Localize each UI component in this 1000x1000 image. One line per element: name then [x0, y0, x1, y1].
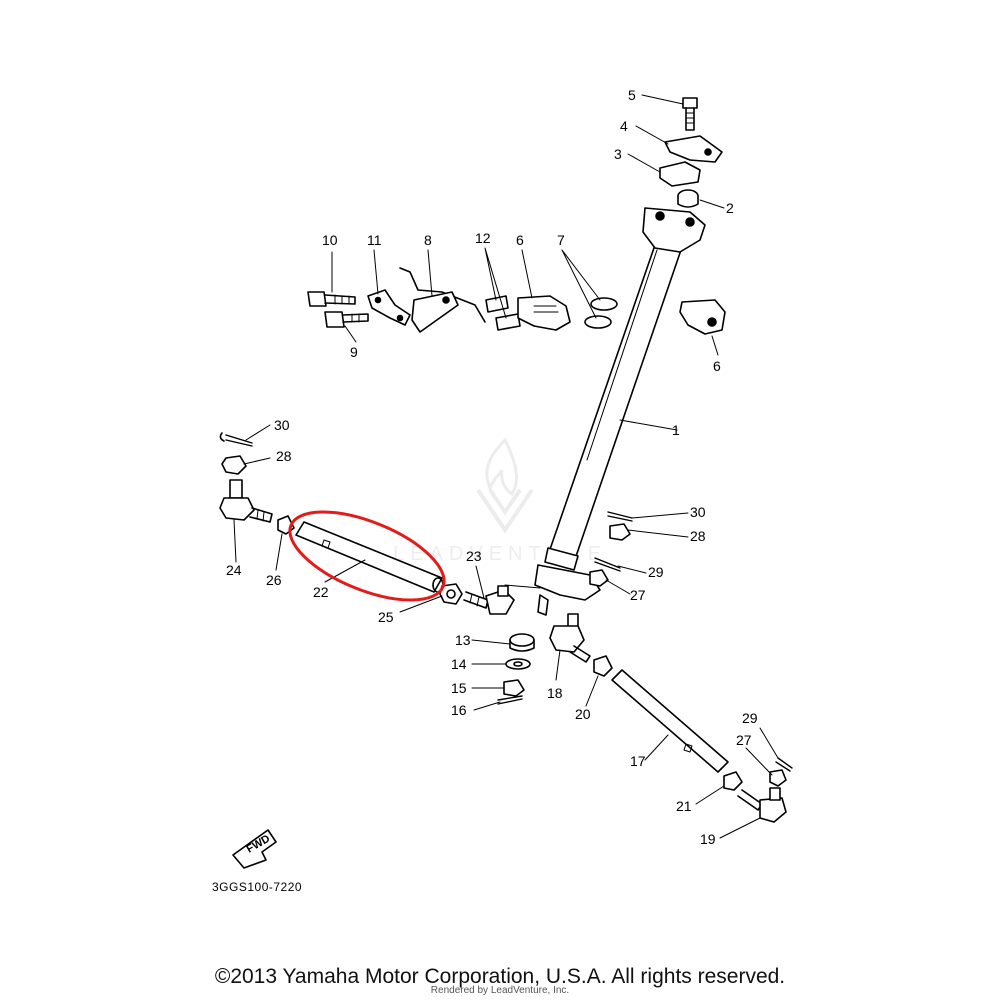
nut-part-21 [723, 771, 743, 791]
cotter-pin-part-16 [497, 695, 523, 705]
copyright-notice: ©2013 Yamaha Motor Corporation, U.S.A. A… [214, 965, 786, 988]
label-part-29a: 29 [648, 564, 664, 580]
label-part-16: 16 [451, 702, 467, 718]
column-base-arm [504, 564, 601, 616]
label-part-28b: 28 [690, 528, 706, 544]
bolt-part-5 [682, 97, 698, 131]
bolt-part-10 [307, 291, 356, 307]
cap-part-2 [677, 189, 699, 208]
label-part-24: 24 [226, 562, 242, 578]
label-part-3: 3 [614, 146, 622, 162]
part-22-highlight-ellipse [288, 510, 446, 602]
label-part-6b: 6 [713, 358, 721, 374]
nut-part-28-left [221, 455, 247, 475]
label-part-21: 21 [676, 798, 692, 814]
label-part-10: 10 [322, 232, 338, 248]
fwd-arrow-icon: FWD [232, 829, 277, 869]
label-part-29b: 29 [742, 710, 758, 726]
label-part-7: 7 [557, 232, 565, 248]
label-part-8: 8 [424, 232, 432, 248]
label-part-30b: 30 [690, 504, 706, 520]
tie-rod-end-part-18 [549, 613, 591, 663]
label-part-19: 19 [700, 831, 716, 847]
label-part-23: 23 [466, 548, 482, 564]
circlip-part-7 [584, 297, 618, 329]
label-part-17: 17 [630, 753, 646, 769]
nut-part-27-right [589, 569, 609, 587]
cotter-pin-part-30-right [607, 511, 633, 522]
label-part-15: 15 [451, 680, 467, 696]
nut-part-27-lower [769, 769, 787, 787]
tie-rod-end-part-24 [219, 479, 273, 523]
diagram-reference-code: 3GGS100-7220 [212, 880, 302, 894]
watermark-v-icon [476, 488, 534, 534]
collar-part-12 [485, 295, 521, 331]
label-part-20: 20 [575, 706, 591, 722]
label-part-22: 22 [313, 584, 329, 600]
nut-part-20 [593, 655, 613, 677]
label-part-5: 5 [628, 87, 636, 103]
holder-part-3 [659, 161, 701, 187]
bushing-part-6-right [679, 299, 726, 335]
label-part-6a: 6 [516, 232, 524, 248]
watermark-flame-icon [485, 437, 518, 497]
label-part-28a: 28 [276, 448, 292, 464]
bolt-part-9 [324, 311, 369, 328]
column-top-bracket [642, 207, 706, 253]
bushing-part-6-left [517, 295, 571, 331]
tie-rod-end-part-19 [737, 787, 787, 823]
tie-rod-end-part-23 [463, 585, 515, 615]
label-part-1: 1 [672, 422, 680, 438]
nut-part-25 [439, 583, 463, 605]
label-part-9: 9 [350, 344, 358, 360]
label-part-13: 13 [455, 632, 471, 648]
leader-lines [233, 94, 779, 839]
cotter-pin-part-30-left [219, 432, 253, 447]
label-part-25: 25 [378, 609, 394, 625]
cotter-pin-part-29-lower [775, 757, 793, 772]
nut-part-28-right [609, 523, 631, 541]
label-part-27b: 27 [736, 732, 752, 748]
bracket-part-11 [367, 289, 411, 326]
label-part-4: 4 [620, 118, 628, 134]
label-part-12: 12 [475, 230, 491, 246]
label-part-2: 2 [726, 200, 734, 216]
label-part-18: 18 [547, 685, 563, 701]
washer-part-14 [505, 658, 531, 670]
label-part-26: 26 [266, 572, 282, 588]
label-part-11: 11 [367, 232, 382, 248]
label-part-30a: 30 [274, 417, 290, 433]
plate-part-4 [664, 135, 723, 163]
label-part-14: 14 [451, 656, 467, 672]
rod-part-8 [399, 267, 486, 333]
steering-column-part-1 [544, 244, 682, 571]
nut-part-15 [503, 679, 525, 697]
tie-rod-part-17 [611, 669, 729, 773]
washer-part-13 [509, 633, 535, 652]
rendered-by-notice: Rendered by LeadVenture, Inc. [430, 985, 570, 996]
cotter-pin-part-29-right [594, 557, 621, 572]
part-number-labels: 1 2 3 4 5 6 6 7 8 9 10 11 12 13 14 15 16… [226, 87, 758, 847]
label-part-27a: 27 [630, 587, 646, 603]
